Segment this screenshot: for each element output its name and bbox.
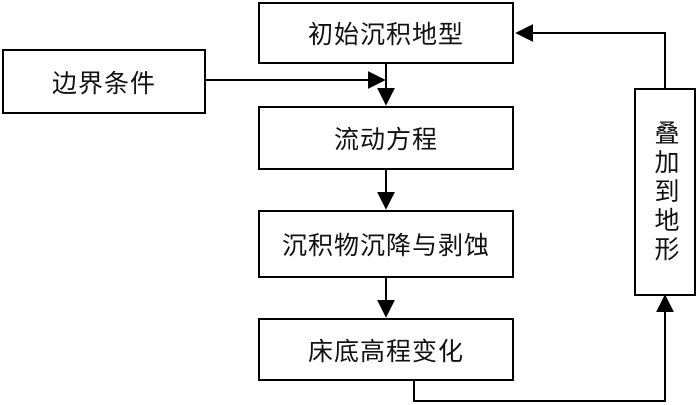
node-overlay-to-terrain: 叠加到地形 <box>634 88 696 296</box>
node-sediment-label: 沉积物沉降与剥蚀 <box>281 231 490 260</box>
node-boundary-conditions: 边界条件 <box>2 49 206 114</box>
node-bed-elevation-change: 床底高程变化 <box>258 318 514 381</box>
node-flow-label: 流动方程 <box>333 125 438 154</box>
arrow-bed-to-overlay <box>413 294 674 402</box>
node-initial-deposition-terrain: 初始沉积地型 <box>258 2 514 64</box>
node-bed-label: 床底高程变化 <box>307 336 464 366</box>
node-sediment-deposition-erosion: 沉积物沉降与剥蚀 <box>258 210 514 278</box>
node-initial-label: 初始沉积地型 <box>307 20 464 49</box>
node-flow-equations: 流动方程 <box>258 106 514 170</box>
node-boundary-label: 边界条件 <box>51 68 156 98</box>
arrow-overlay-to-initial <box>515 24 666 88</box>
node-overlay-label: 叠加到地形 <box>651 119 680 265</box>
